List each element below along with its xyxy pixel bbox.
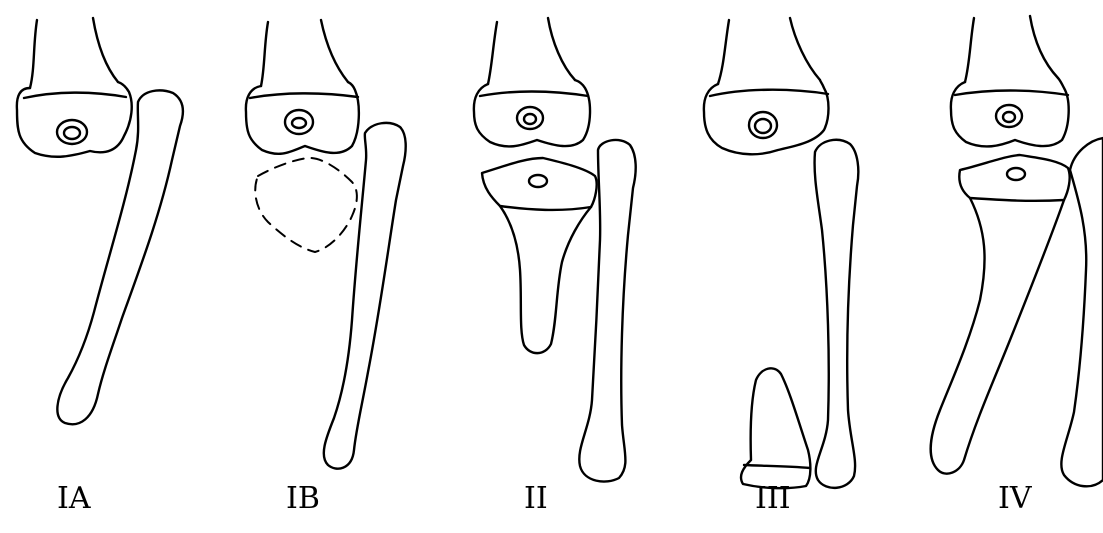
fibula: [324, 123, 406, 469]
unossified-tibia-outline: [255, 158, 357, 252]
fibula: [57, 90, 183, 424]
panel-label: III: [755, 481, 791, 516]
femur-distal: [246, 20, 359, 154]
panel-label: IB: [286, 481, 320, 516]
panel-ia: IA: [17, 18, 183, 516]
fibula: [579, 140, 635, 482]
fibula: [815, 140, 859, 488]
tibia: [931, 155, 1070, 474]
panel-label: IA: [57, 481, 91, 516]
femur-distal: [17, 18, 132, 157]
femur-distal: [951, 16, 1069, 146]
femur-distal: [474, 18, 590, 146]
panel-ii: II: [474, 18, 636, 516]
panel-label: II: [524, 481, 548, 516]
panel-iv: IV: [931, 16, 1103, 516]
panel-ib: IB: [246, 20, 406, 516]
tibia-remnant: [741, 368, 810, 488]
femur-distal: [704, 18, 829, 154]
tibia: [482, 158, 597, 353]
panel-iii: III: [704, 18, 858, 516]
panel-label: IV: [998, 481, 1033, 516]
